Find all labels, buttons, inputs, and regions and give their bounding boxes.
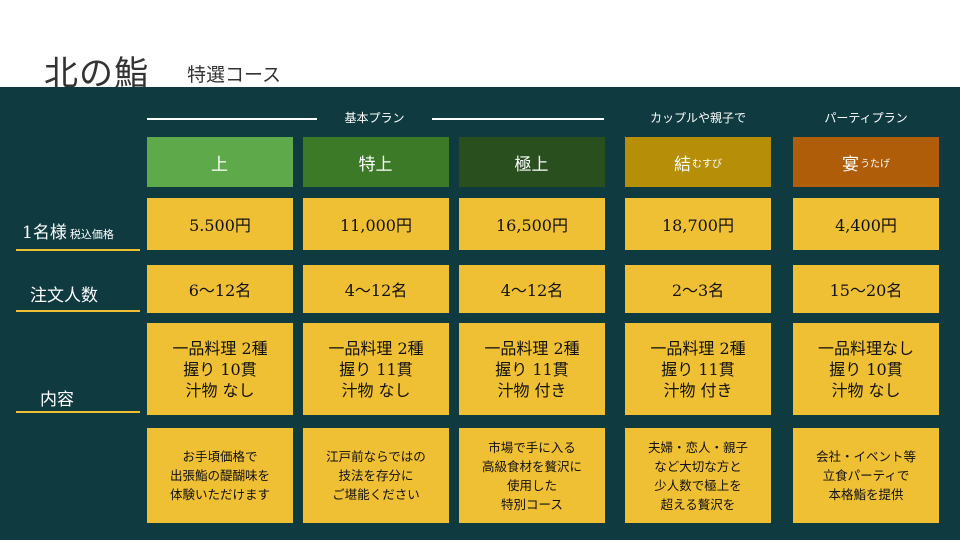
- note-line: 夫婦・恋人・親子: [647, 439, 748, 455]
- plan-price: 5.500円: [147, 198, 293, 250]
- plan-header: 上: [147, 137, 293, 187]
- plan-name: 宴: [842, 154, 859, 175]
- plan-header: 極上: [459, 137, 605, 187]
- note-line: 技法を存分に: [338, 468, 414, 483]
- content-line: 汁物 なし: [831, 380, 901, 400]
- row-underline: [16, 310, 140, 312]
- content-line: 一品料理なし: [817, 338, 914, 358]
- row-label-price-note: 税込価格: [69, 228, 114, 241]
- row-label-price: 1名様税込価格: [22, 218, 114, 243]
- content-line: 握り 11貫: [661, 359, 735, 379]
- plan-name: 特上: [358, 154, 393, 175]
- note-line: など大切な方と: [654, 458, 742, 474]
- plan-price: 4,400円: [793, 198, 939, 250]
- plan-header: 結むすび: [625, 137, 771, 187]
- note-line: お手頃価格で: [182, 449, 258, 464]
- row-label-price-text: 1名様: [22, 223, 67, 243]
- plan-note: お手頃価格で 出張鮨の醍醐味を 体験いただけます: [147, 428, 293, 523]
- plan-name-reading: むすび: [692, 158, 722, 170]
- plan-price: 11,000円: [303, 198, 449, 250]
- note-line: 立食パーティで: [822, 468, 910, 483]
- plan-count: 4〜12名: [459, 265, 605, 313]
- content-line: 汁物 なし: [341, 380, 411, 400]
- note-line: 市場で手に入る: [488, 439, 576, 455]
- note-line: 使用した: [506, 477, 557, 493]
- content-line: 汁物 付き: [663, 380, 733, 400]
- plan-name-reading: うたげ: [860, 158, 890, 170]
- content-line: 汁物 なし: [185, 380, 255, 400]
- note-line: 特別コース: [501, 496, 563, 512]
- group-divider-line: [432, 118, 604, 120]
- plan-note: 市場で手に入る 高級食材を贅沢に 使用した 特別コース: [459, 428, 605, 523]
- content-line: 汁物 付き: [497, 380, 567, 400]
- content-line: 一品料理 2種: [650, 338, 746, 358]
- plan-count: 2〜3名: [625, 265, 771, 313]
- plan-count: 4〜12名: [303, 265, 449, 313]
- plan-content: 一品料理 2種 握り 11貫 汁物 付き: [459, 323, 605, 415]
- plan-header: 宴うたげ: [793, 137, 939, 187]
- plan-content: 一品料理なし 握り 10貫 汁物 なし: [793, 323, 939, 415]
- note-line: 出張鮨の醍醐味を: [169, 468, 270, 483]
- plan-count: 6〜12名: [147, 265, 293, 313]
- row-label-content: 内容: [40, 390, 74, 410]
- plan-price: 16,500円: [459, 198, 605, 250]
- page-subtitle: 特選コース: [187, 64, 282, 86]
- content-line: 握り 10貫: [829, 359, 903, 379]
- note-line: 少人数で極上を: [654, 477, 742, 493]
- group-label-party: パーティプラン: [824, 111, 908, 125]
- plan-content: 一品料理 2種 握り 10貫 汁物 なし: [147, 323, 293, 415]
- row-underline: [16, 249, 140, 251]
- plan-content: 一品料理 2種 握り 11貫 汁物 付き: [625, 323, 771, 415]
- group-label-couple: カップルや親子で: [649, 111, 746, 125]
- content-line: 握り 11貫: [339, 359, 413, 379]
- plan-note: 夫婦・恋人・親子 など大切な方と 少人数で極上を 超える贅沢を: [625, 428, 771, 523]
- content-line: 握り 10貫: [183, 359, 257, 379]
- plan-name: 上: [211, 154, 228, 175]
- note-line: 会社・イベント等: [815, 449, 916, 464]
- content-line: 一品料理 2種: [484, 338, 580, 358]
- plan-name: 極上: [514, 154, 549, 175]
- plan-content: 一品料理 2種 握り 11貫 汁物 なし: [303, 323, 449, 415]
- content-line: 握り 11貫: [495, 359, 569, 379]
- group-divider-line: [147, 118, 317, 120]
- content-line: 一品料理 2種: [172, 338, 268, 358]
- row-underline: [16, 411, 140, 413]
- group-label-basic: 基本プラン: [344, 111, 405, 125]
- note-line: 本格鮨を提供: [828, 487, 904, 502]
- plan-price: 18,700円: [625, 198, 771, 250]
- note-line: 超える贅沢を: [660, 496, 736, 512]
- plan-name: 結: [674, 154, 691, 175]
- plan-count: 15〜20名: [793, 265, 939, 313]
- note-line: 体験いただけます: [169, 487, 270, 502]
- plan-note: 会社・イベント等 立食パーティで 本格鮨を提供: [793, 428, 939, 523]
- plan-header: 特上: [303, 137, 449, 187]
- content-line: 一品料理 2種: [328, 338, 424, 358]
- note-line: 高級食材を贅沢に: [481, 458, 582, 474]
- row-label-count: 注文人数: [30, 286, 98, 306]
- note-line: ご堪能ください: [332, 487, 420, 502]
- note-line: 江戸前ならではの: [326, 449, 426, 464]
- plan-note: 江戸前ならではの 技法を存分に ご堪能ください: [303, 428, 449, 523]
